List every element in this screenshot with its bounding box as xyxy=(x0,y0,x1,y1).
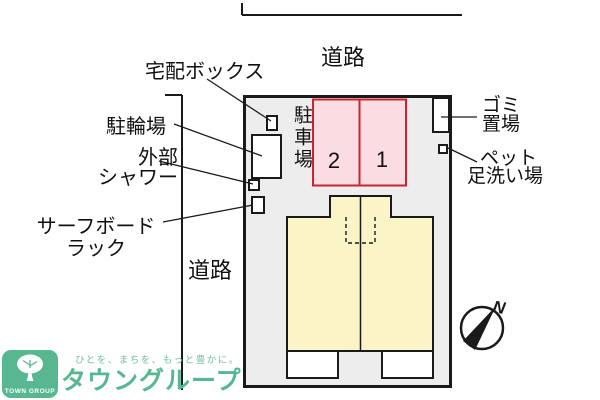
pet-foot-wash-label: ペット 足洗い場 xyxy=(467,148,544,187)
bicycle-parking-label: 駐輪場 xyxy=(106,116,166,138)
road-top-label: 道路 xyxy=(321,45,366,70)
outdoor-shower-shape xyxy=(248,179,260,191)
surfboard-rack-shape xyxy=(251,196,265,214)
pet-foot-wash-shape xyxy=(438,144,448,154)
surfboard-rack-label-line1: サーフボード xyxy=(36,216,156,238)
surfboard-rack-label-line2: ラック xyxy=(66,238,126,260)
town-group-badge: TOWN GROUP xyxy=(2,350,58,398)
badge-label: TOWN GROUP xyxy=(4,388,56,395)
compass-needle xyxy=(463,306,496,350)
parking-space-1-number: 1 xyxy=(375,147,389,172)
terrace-right xyxy=(381,350,434,379)
garbage-area-label: ゴミ 置場 xyxy=(482,96,520,134)
compass: N xyxy=(459,297,507,351)
terrace-left xyxy=(286,350,339,379)
outdoor-shower-label-line1: 外部 xyxy=(138,147,178,169)
tree-icon xyxy=(17,354,43,381)
outdoor-shower-label-line2: シャワー xyxy=(98,167,178,189)
leader-delivery-box xyxy=(206,78,272,122)
bicycle-parking-shape xyxy=(251,134,282,179)
brand-tagline: ひとを、まちを、もっと豊かに。 xyxy=(75,355,240,366)
leader-pet-foot-wash xyxy=(447,147,478,163)
outdoor-shower-label: 外部 シャワー xyxy=(86,148,178,188)
delivery-box-label: 宅配ボックス xyxy=(145,61,265,83)
company-name: タウングループ xyxy=(61,367,242,395)
garbage-area-shape xyxy=(432,97,450,133)
garbage-area-label-line2: 置場 xyxy=(482,114,521,135)
road-left-label: 道路 xyxy=(188,258,233,283)
leader-surfboard-rack xyxy=(162,204,254,223)
parking-space-2-number: 2 xyxy=(327,148,341,173)
surfboard-rack-label: サーフボード ラック xyxy=(30,216,162,260)
leader-bicycle-parking xyxy=(173,123,263,157)
parking-lot-label: 駐車場 xyxy=(291,105,312,171)
leader-outdoor-shower xyxy=(158,160,254,185)
compass-north-label: N xyxy=(491,297,507,318)
garbage-area-label-line1: ゴミ xyxy=(482,95,521,116)
delivery-box-shape xyxy=(266,115,278,131)
pet-foot-wash-label-line2: 足洗い場 xyxy=(467,166,544,187)
pet-foot-wash-label-line1: ペット xyxy=(480,148,538,169)
